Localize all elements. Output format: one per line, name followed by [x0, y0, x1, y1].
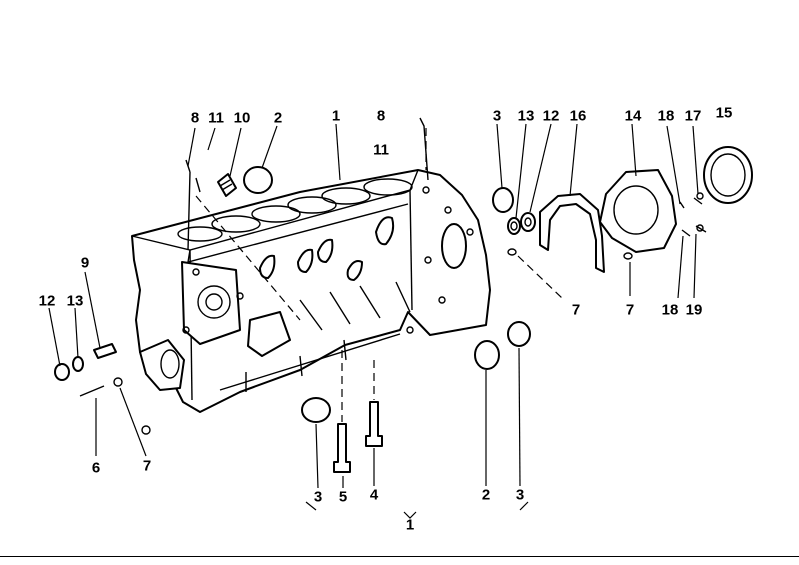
part-rear-cover-14	[599, 169, 677, 253]
callout-18: 18	[661, 301, 679, 319]
callout-1: 1	[331, 107, 341, 125]
part-pins-6-7-left	[79, 377, 151, 435]
part-sleeve-10	[217, 173, 237, 197]
part-bolt-5	[333, 423, 351, 473]
dashed-lines	[195, 128, 563, 422]
callout-13: 13	[66, 292, 84, 310]
callout-3: 3	[313, 488, 323, 506]
callout-6: 6	[91, 459, 101, 477]
part-plug-3-bottom-right	[507, 321, 531, 347]
callout-10: 10	[233, 109, 251, 127]
callout-3: 3	[492, 107, 502, 125]
part-stud-9	[93, 343, 117, 359]
callout-7: 7	[571, 301, 581, 319]
part-washer-nut-right	[507, 212, 536, 235]
callout-7: 7	[142, 457, 152, 475]
part-plug-2-top	[243, 166, 273, 194]
callout-16: 16	[569, 107, 587, 125]
callout-2: 2	[273, 109, 283, 127]
callout-18: 18	[657, 107, 675, 125]
part-plug-2-bottom	[474, 340, 500, 370]
bottom-rule	[0, 556, 799, 557]
engine-block	[131, 169, 491, 413]
callout-2: 2	[481, 486, 491, 504]
callout-11: 11	[373, 141, 389, 159]
leader-lines	[48, 123, 699, 519]
callout-17: 17	[684, 107, 702, 125]
callout-3: 3	[515, 486, 525, 504]
callout-15: 15	[715, 104, 733, 122]
callout-1: 1	[405, 516, 415, 534]
callout-14: 14	[624, 107, 642, 125]
part-seal-15	[703, 146, 753, 204]
part-screws-17-18	[679, 192, 707, 237]
callout-12: 12	[542, 107, 560, 125]
callout-5: 5	[338, 488, 348, 506]
part-bolt-4	[365, 401, 383, 447]
callout-8: 8	[376, 107, 386, 125]
callout-7: 7	[625, 301, 635, 319]
part-studs-8-11-mid	[419, 117, 429, 181]
callout-12: 12	[38, 292, 56, 310]
callout-19: 19	[685, 301, 703, 319]
callout-4: 4	[369, 486, 379, 504]
part-plug-3-bottom	[301, 397, 331, 423]
callout-8: 8	[190, 109, 200, 127]
callout-13: 13	[517, 107, 535, 125]
part-plug-3-top	[492, 187, 514, 213]
part-dowels-7-right	[507, 248, 633, 260]
callout-9: 9	[80, 254, 90, 272]
callout-11: 11	[208, 109, 224, 127]
part-gasket-16	[539, 193, 605, 273]
